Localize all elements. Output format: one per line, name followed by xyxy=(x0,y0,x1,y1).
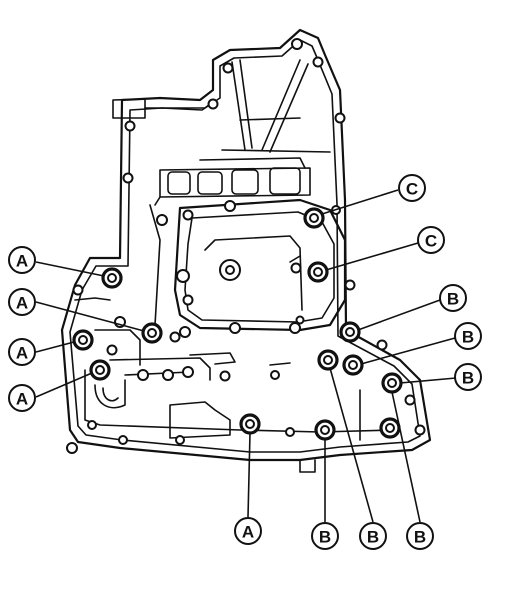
callout-c2-text: C xyxy=(425,232,437,251)
callout-b2-text: B xyxy=(462,328,474,347)
bolt-b4 xyxy=(381,372,403,394)
case-outline xyxy=(60,28,432,462)
bolt-a3 xyxy=(72,329,94,351)
mounting-holes xyxy=(66,38,426,454)
callout-b1-text: B xyxy=(447,290,459,309)
callout-c1-text: C xyxy=(406,180,418,199)
lower-passages xyxy=(74,204,396,473)
callout-b3: B xyxy=(454,363,482,391)
bolt-a4 xyxy=(89,359,111,381)
callout-a1: A xyxy=(8,246,36,274)
callout-a4: A xyxy=(8,384,36,412)
callout-b4-text: B xyxy=(319,528,331,547)
bolt-c2 xyxy=(307,261,329,283)
callout-b4: B xyxy=(311,522,339,550)
callout-c1: C xyxy=(398,174,426,202)
callout-b6: B xyxy=(406,522,434,550)
callout-b5: B xyxy=(359,522,387,550)
callout-b3-text: B xyxy=(462,369,474,388)
bolt-b1 xyxy=(339,321,361,343)
bolt-b6 xyxy=(379,417,401,439)
callout-b2: B xyxy=(454,322,482,350)
bolt-c1 xyxy=(303,207,325,229)
bolts xyxy=(72,207,403,441)
bolt-a5 xyxy=(239,413,261,435)
callout-b6-text: B xyxy=(414,528,426,547)
top-struts xyxy=(221,59,331,153)
valve-spools xyxy=(154,157,311,206)
callout-b1: B xyxy=(439,284,467,312)
callout-b5-text: B xyxy=(367,528,379,547)
bolt-b5 xyxy=(314,419,336,441)
callout-a3-text: A xyxy=(16,344,28,363)
callout-a4-text: A xyxy=(16,390,28,409)
callout-a5-text: A xyxy=(242,523,254,542)
callout-a3: A xyxy=(8,338,36,366)
bolt-b2 xyxy=(342,354,364,376)
bolt-b3 xyxy=(317,349,339,371)
bolt-a1 xyxy=(101,267,123,289)
left-tab-plate xyxy=(112,98,216,119)
callout-c2: C xyxy=(417,226,445,254)
callout-a5: A xyxy=(234,517,262,545)
bolt-a2 xyxy=(141,322,163,344)
leader-lines xyxy=(35,189,457,523)
callout-a1-text: A xyxy=(16,252,28,271)
callout-a2: A xyxy=(8,288,36,316)
callout-a2-text: A xyxy=(16,294,28,313)
